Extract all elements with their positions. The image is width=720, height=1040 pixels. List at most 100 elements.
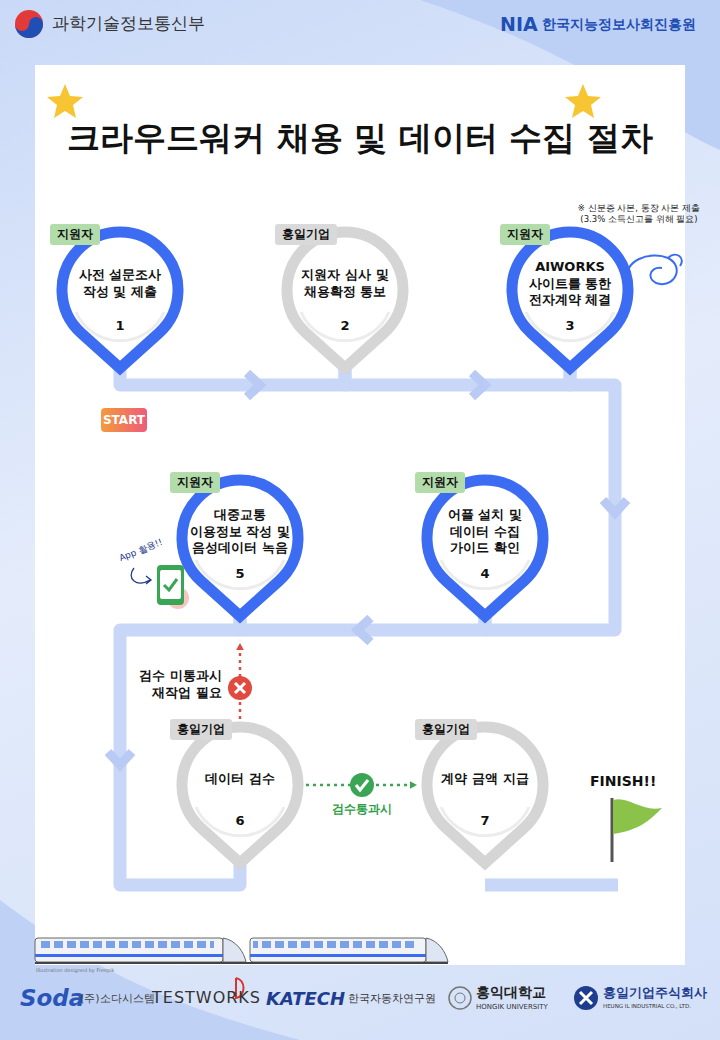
- role-tag: 지원자: [500, 224, 550, 245]
- finish-flag: [612, 798, 662, 862]
- train-windows: [253, 941, 417, 951]
- label-text: START: [101, 408, 147, 432]
- train-body: [35, 938, 223, 962]
- label-text: (주)소다시스템: [80, 992, 155, 1005]
- pin-outline: [427, 727, 543, 863]
- pass-circle: [350, 773, 374, 797]
- label-text: NIA: [500, 13, 538, 36]
- edge-label: 검수통과시: [322, 802, 402, 818]
- flow-band: [345, 368, 570, 385]
- flag-cloth: [613, 799, 662, 834]
- fail-icon: [228, 676, 252, 700]
- train-body: [250, 938, 426, 962]
- label-text: KATECH: [266, 988, 345, 1010]
- train-windows: [38, 941, 214, 951]
- step-number: 6: [160, 813, 320, 828]
- flow-chevron: [603, 500, 627, 513]
- emblem-disc: [574, 986, 598, 1010]
- emblem-bottom: [15, 17, 43, 38]
- scribble: [628, 255, 682, 284]
- step-text: AIWORKS 사이트를 통한 전자계약 체결: [518, 259, 622, 309]
- edge-label: 검수 미통과시 재작업 필요: [124, 668, 222, 702]
- pin-node: 홍일기업지원자 심사 및 채용확정 통보 2: [265, 220, 425, 368]
- emblem-mark: [580, 992, 592, 1004]
- flow-chevron: [472, 373, 485, 397]
- label-text: 홍일기업주식회사: [603, 985, 707, 1000]
- step-text: 어플 설치 및 데이터 수집 가이드 확인: [433, 507, 537, 557]
- step-text: 사전 설문조사 작성 및 제출: [68, 267, 172, 300]
- government-emblem: [15, 10, 43, 38]
- diagram-title: 크라우드워커 채용 및 데이터 수집 절차: [60, 116, 660, 161]
- step-text: 대중교통 이용정보 작성 및 음성데이터 녹음: [188, 507, 292, 557]
- step-number: 1: [40, 318, 200, 333]
- step-number: 2: [265, 318, 425, 333]
- flow-connector: [240, 616, 485, 642]
- arrow-head: [410, 781, 417, 789]
- train-stripe: [35, 954, 223, 957]
- pin-outline: [287, 232, 403, 368]
- label-text: 홍익대학교: [476, 984, 546, 1001]
- pass-icon: [350, 773, 374, 797]
- emblem-ring: [449, 987, 471, 1009]
- label-text: ※ 신분증 사본, 통장 사본 제출 (3.3% 소득신고를 위해 필요): [570, 203, 708, 226]
- flow-chevron: [358, 618, 371, 642]
- label-text: Illustration designed by Freepik: [36, 967, 115, 973]
- step-number: 4: [405, 566, 565, 581]
- panel: [35, 65, 685, 965]
- role-tag: 홍일기업: [170, 719, 232, 740]
- emblem-top: [15, 10, 43, 38]
- fail-circle: [228, 676, 252, 700]
- role-tag: 홍일기업: [275, 224, 337, 245]
- label-text: 한국자동차연구원: [348, 992, 436, 1005]
- pin-outline: [512, 232, 628, 368]
- step-text: 지원자 심사 및 채용확정 통보: [293, 267, 397, 300]
- train-rail: [35, 962, 448, 964]
- phone-screen: [160, 570, 181, 599]
- pin-outline: [62, 232, 178, 368]
- train-stripe: [250, 954, 426, 957]
- label-text: Soda: [20, 985, 84, 1013]
- flow-band-tail: [485, 879, 618, 892]
- star: [565, 84, 601, 118]
- pin-node: 지원자 AIWORKS 사이트를 통한 전자계약 체결 3: [490, 220, 650, 368]
- role-tag: 홍일기업: [415, 719, 477, 740]
- label-text: App 활용!!: [118, 537, 164, 564]
- phone-check: [164, 579, 177, 590]
- phone-body: [157, 565, 184, 605]
- train-nose: [426, 938, 448, 962]
- step-text: 데이터 검수: [188, 771, 292, 788]
- label-text: HEUNG IL INDUSTRIAL CO., LTD.: [603, 1003, 691, 1010]
- flow-chevron: [108, 752, 132, 765]
- label-text: FINISH!!: [590, 773, 656, 790]
- heungil-emblem: [574, 986, 598, 1010]
- label-text: 과학기술정보통신부: [52, 13, 205, 33]
- step-text: 계약 금액 지급: [433, 771, 537, 788]
- train-nose: [223, 938, 246, 962]
- flow-connector: [120, 368, 345, 397]
- pin-node: 지원자어플 설치 및 데이터 수집 가이드 확인 4: [405, 468, 565, 616]
- step-number: 7: [405, 813, 565, 828]
- flow-band: [120, 368, 345, 385]
- label-text: 한국지능정보사회진흥원: [542, 16, 696, 32]
- flow-connector: [345, 368, 570, 397]
- pin-node: 홍일기업데이터 검수 6: [160, 715, 320, 863]
- role-tag: 지원자: [415, 472, 465, 493]
- pin-outline: [427, 480, 543, 616]
- hand-arrow: [131, 568, 151, 584]
- phone-icon: [131, 565, 189, 609]
- label-text: HONGIK UNIVERSITY: [476, 1003, 548, 1011]
- step-number: 5: [160, 566, 320, 581]
- pin-node: 지원자대중교통 이용정보 작성 및 음성데이터 녹음 5: [160, 468, 320, 616]
- star: [47, 84, 83, 118]
- label-text: TESTWORKS: [152, 988, 261, 1007]
- pin-outline: [182, 727, 298, 863]
- pin-outline: [182, 480, 298, 616]
- fail-cross: [235, 683, 245, 693]
- emblem-core: [455, 993, 465, 1003]
- pass-check: [356, 780, 368, 790]
- pin-node: 홍일기업계약 금액 지급 7: [405, 715, 565, 863]
- arrow-head: [236, 643, 244, 650]
- step-number: 3: [490, 318, 650, 333]
- role-tag: 지원자: [170, 472, 220, 493]
- flow-chevron: [247, 373, 260, 397]
